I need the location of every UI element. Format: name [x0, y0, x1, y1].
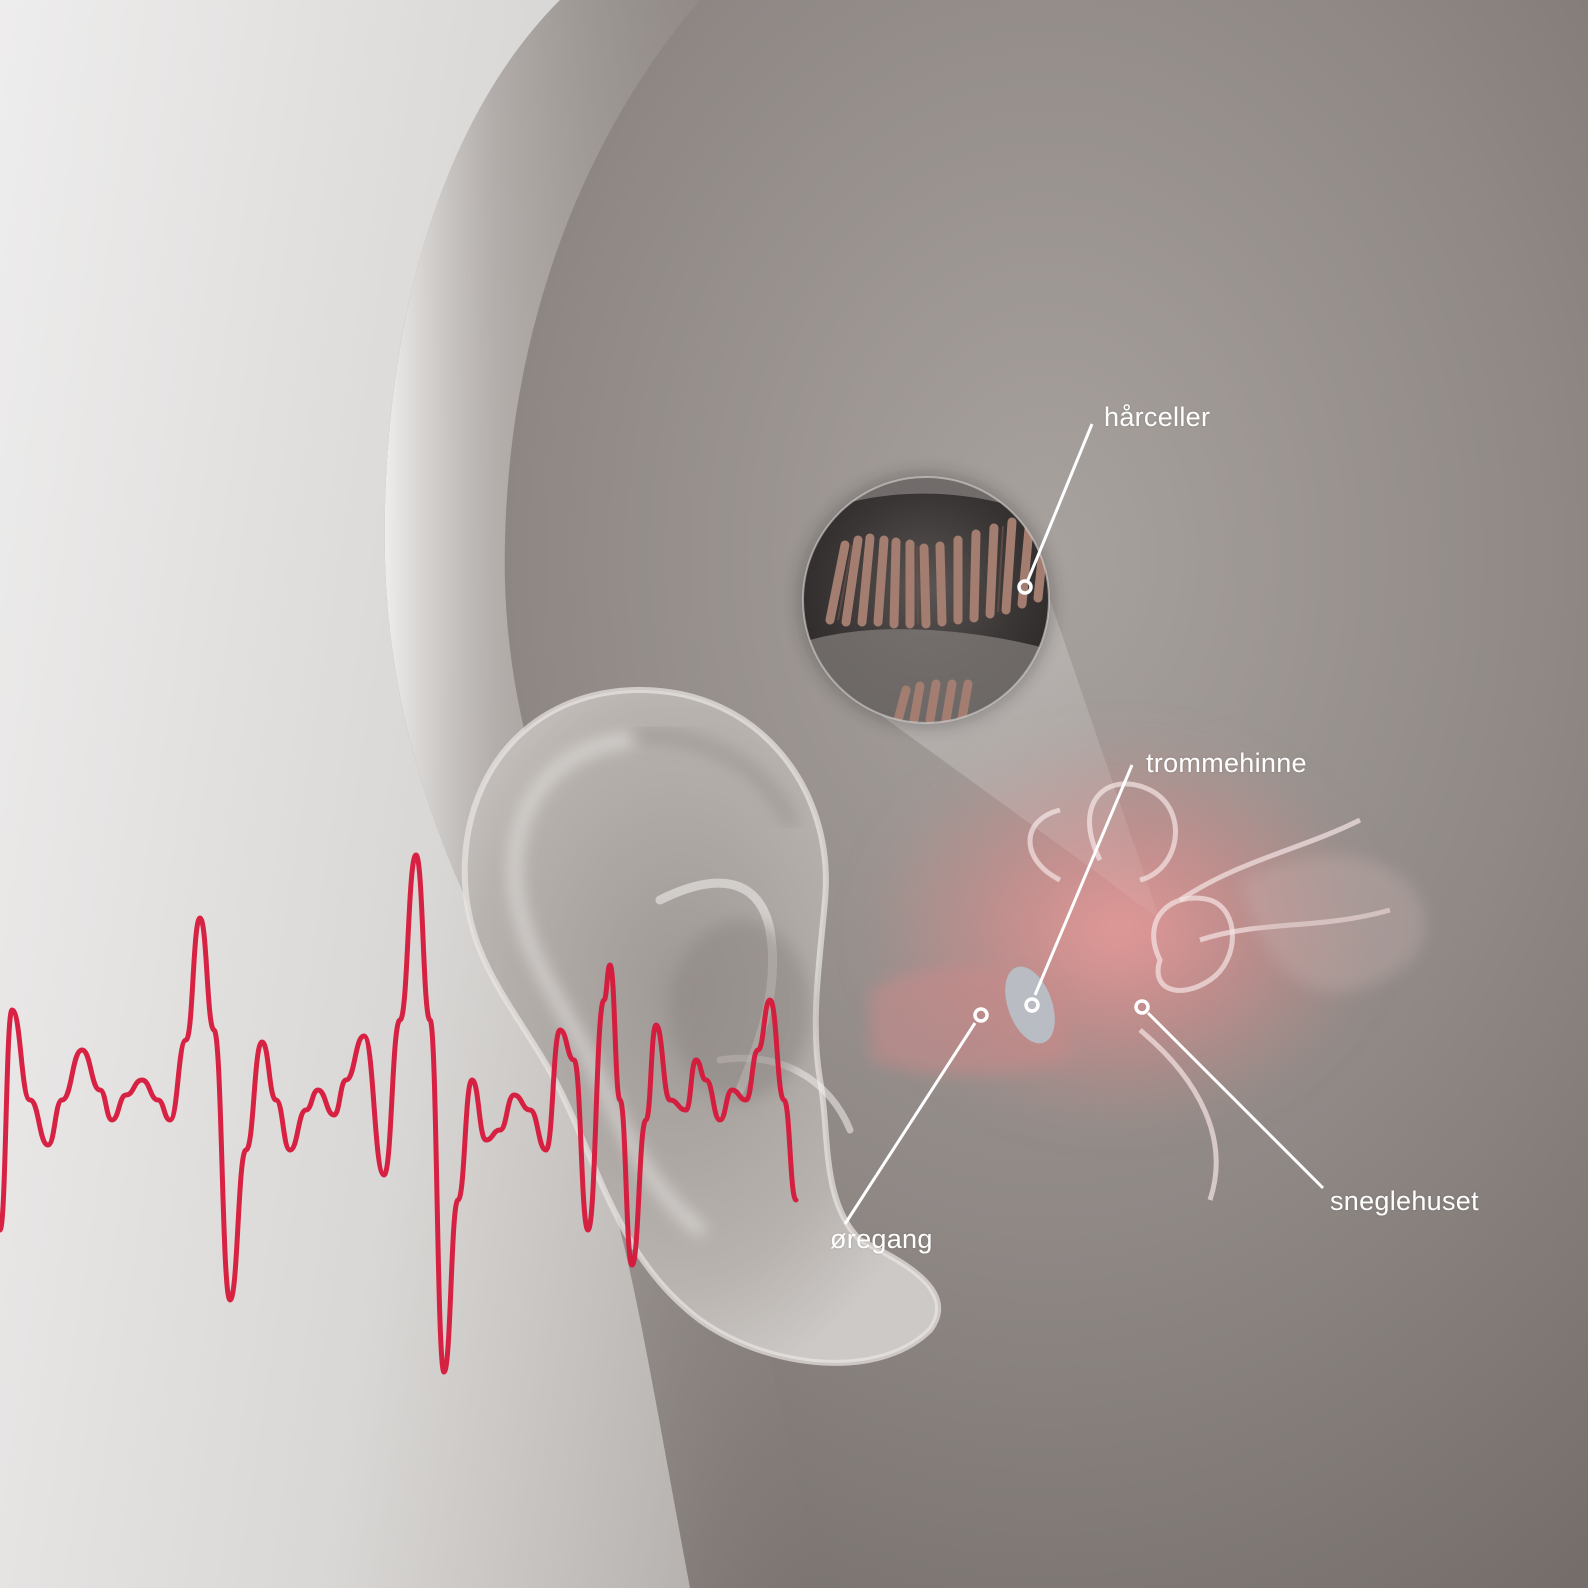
label-hair-cells: hårceller — [1104, 402, 1210, 433]
label-eardrum: trommehinne — [1146, 748, 1307, 779]
hair-cells-micrograph — [798, 472, 1054, 728]
label-cochlea: sneglehuset — [1330, 1186, 1479, 1217]
label-ear-canal: øregang — [830, 1224, 933, 1255]
